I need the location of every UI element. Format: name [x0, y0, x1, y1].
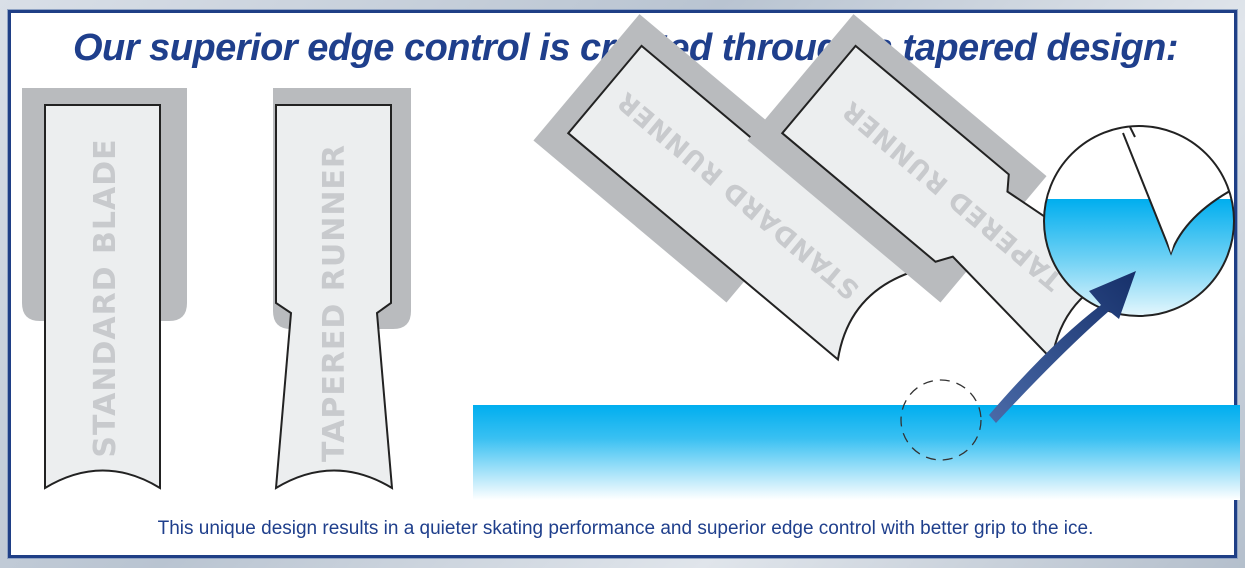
content-panel: Our superior edge control is created thr…	[7, 9, 1240, 559]
standard-blade-figure: STANDARD BLADE	[22, 88, 187, 490]
tapered-runner-label: TAPERED RUNNER	[317, 144, 352, 462]
standard-blade-body	[44, 104, 161, 490]
edge-focus-circle	[900, 379, 982, 461]
magnify-arrow	[989, 271, 1136, 423]
standard-blade-label: STANDARD BLADE	[88, 138, 123, 457]
caption: This unique design results in a quieter …	[157, 518, 1094, 539]
tapered-runner-body	[274, 104, 394, 490]
blade-diagram: STANDARD BLADE TAPERED RUNNER STANDARD R…	[22, 14, 1240, 500]
tapered-runner-figure: TAPERED RUNNER	[273, 88, 411, 490]
ice-surface	[473, 405, 1240, 500]
